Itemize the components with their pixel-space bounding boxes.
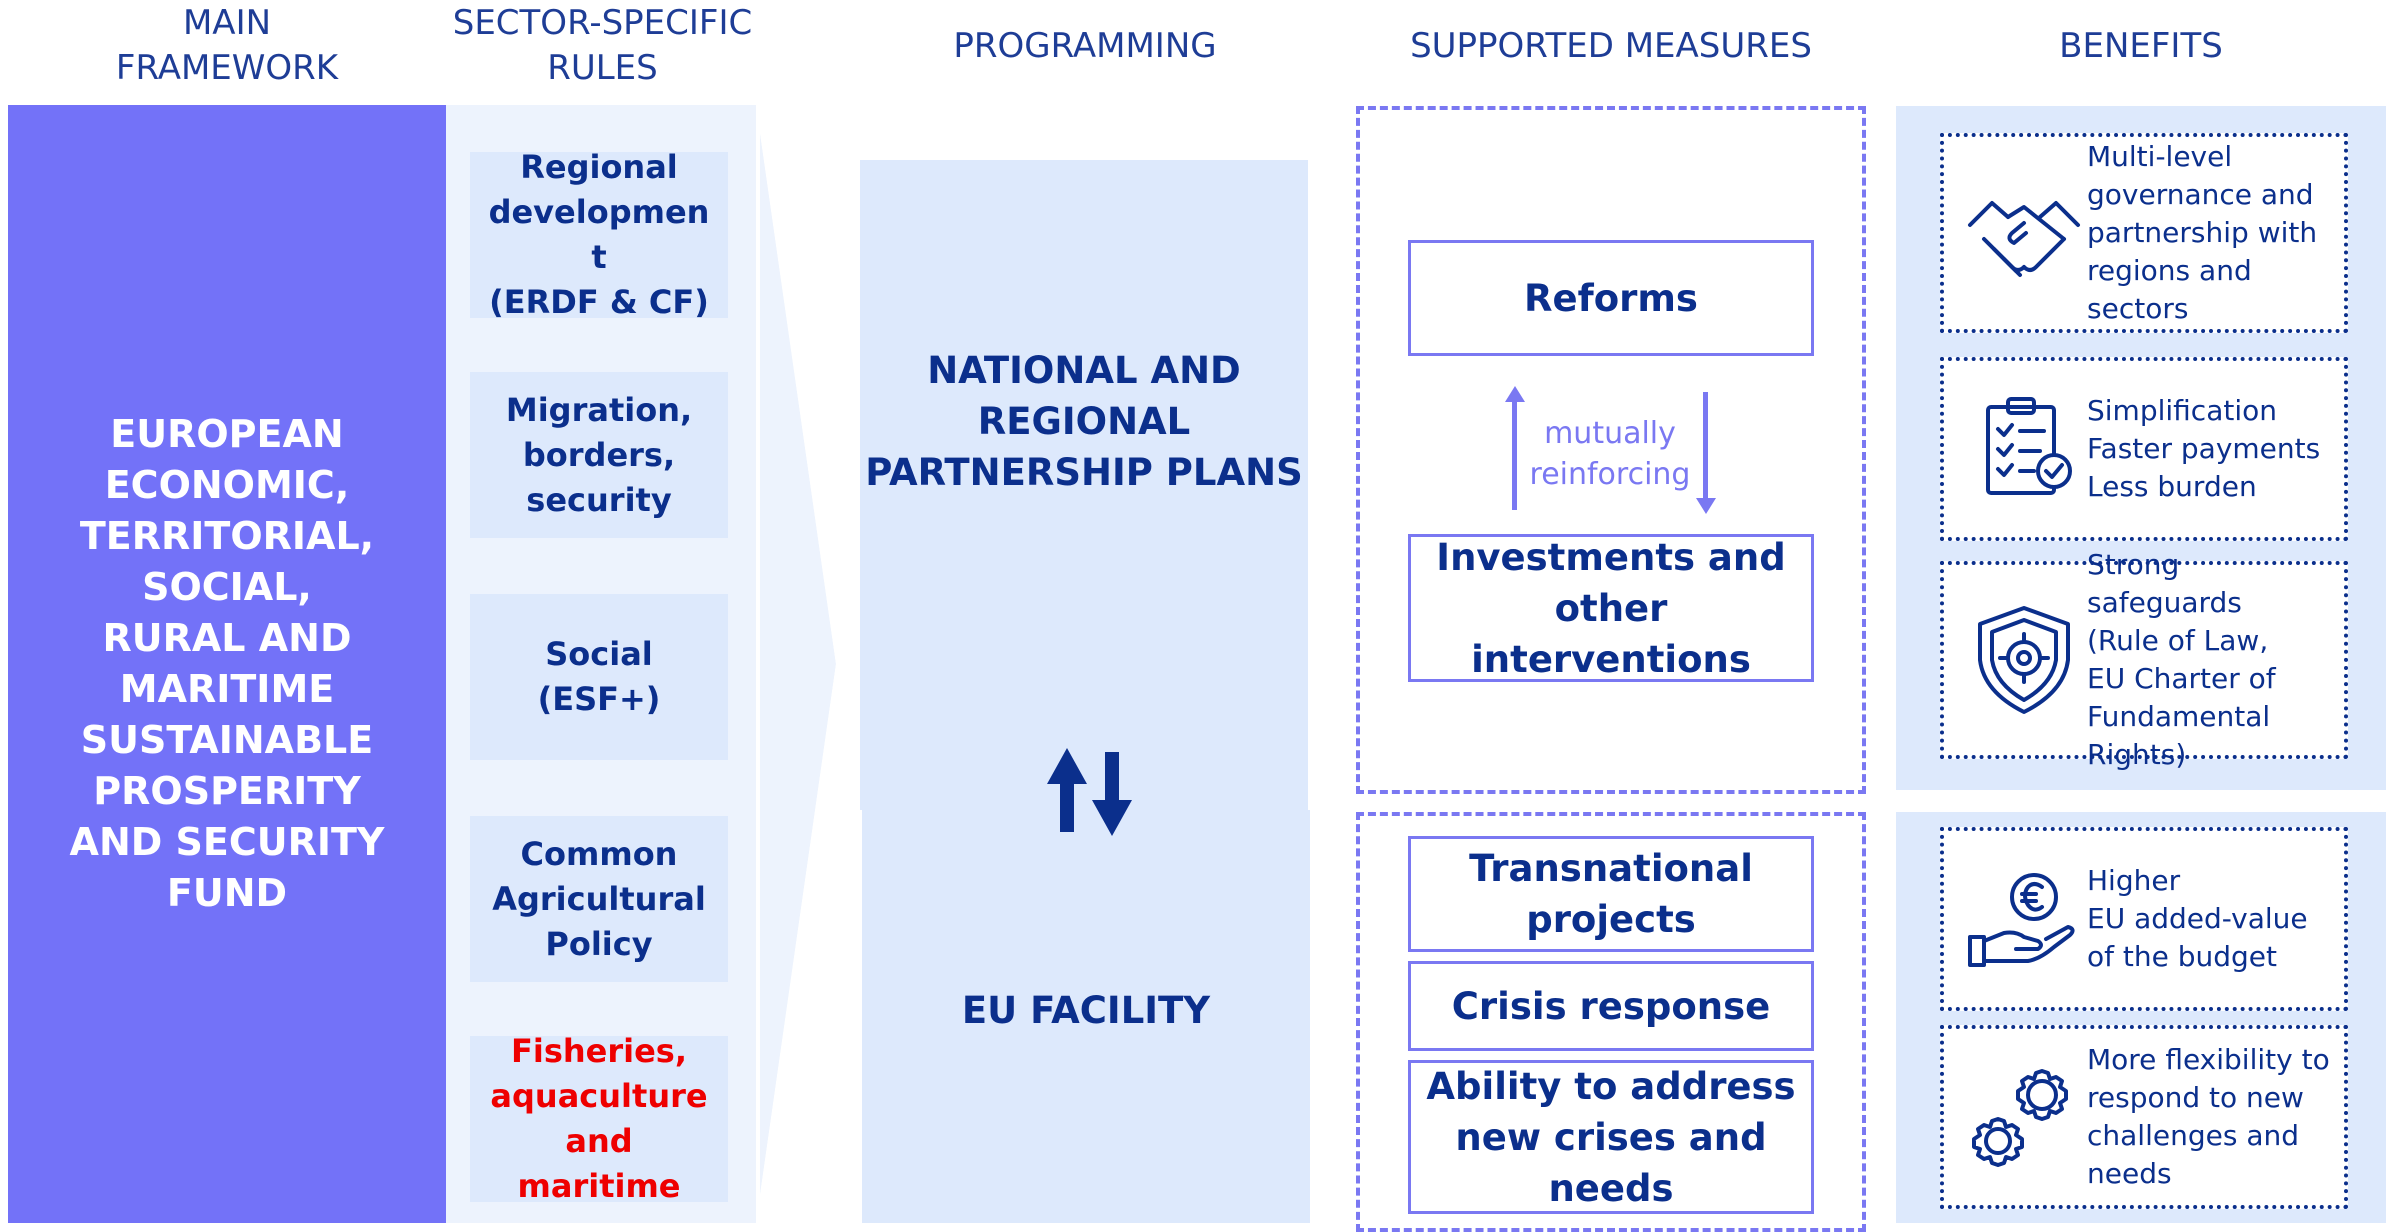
benefit-added-value-text: Higher EU added-value of the budget (2087, 864, 2308, 973)
header-sector-rules: SECTOR-SPECIFIC RULES (452, 3, 753, 88)
sector-chevron-divider (756, 105, 760, 1223)
rule-migration-borders: Migration, borders, security (470, 372, 728, 538)
up-down-arrows-icon (1047, 748, 1132, 836)
mutual-arrow-up-icon (1505, 386, 1525, 510)
gears-icon (1972, 1069, 2068, 1167)
benefit-safeguards-text: Strong safeguards (Rule of Law, EU Chart… (2087, 548, 2276, 771)
clipboard-check-icon (1986, 397, 2072, 495)
crisis-response-box: Crisis response (1408, 961, 1814, 1051)
national-measures-group (1356, 106, 1866, 794)
eu-facility-panel: EU FACILITY (862, 810, 1310, 1223)
main-fund-panel: EUROPEAN ECONOMIC, TERRITORIAL, SOCIAL, … (8, 105, 446, 1223)
national-regional-plans-panel: NATIONAL AND REGIONAL PARTNERSHIP PLANS (860, 160, 1308, 810)
header-supported-measures: SUPPORTED MEASURES (1410, 25, 1812, 66)
new-crises-box: Ability to address new crises and needs (1408, 1060, 1814, 1214)
rule-social-esf: Social (ESF+) (470, 594, 728, 760)
investments-box: Investments and other interventions (1408, 534, 1814, 682)
header-benefits: BENEFITS (2059, 25, 2223, 66)
header-programming: PROGRAMMING (953, 25, 1217, 66)
national-plans-label: NATIONAL AND REGIONAL PARTNERSHIP PLANS (865, 349, 1303, 494)
rule-regional-development: Regional developmen t (ERDF & CF) (470, 152, 728, 318)
benefit-flexibility: More flexibility to respond to new chall… (1940, 1025, 2348, 1209)
mutual-arrow-down-icon (1696, 392, 1716, 514)
reforms-box: Reforms (1408, 240, 1814, 356)
mutually-reinforcing-label: mutually reinforcing (1529, 416, 1691, 492)
rule-fisheries-maritime: Fisheries, aquaculture and maritime (470, 1036, 728, 1202)
shield-icon (1978, 606, 2070, 714)
benefit-simplification-text: Simplification Faster payments Less burd… (2087, 394, 2321, 503)
benefit-flexibility-text: More flexibility to respond to new chall… (2087, 1043, 2330, 1190)
transnational-projects-box: Transnational projects (1408, 836, 1814, 952)
euro-hand-icon (1968, 873, 2075, 967)
benefit-simplification: Simplification Faster payments Less burd… (1940, 357, 2348, 541)
header-main-framework: MAIN FRAMEWORK (115, 3, 339, 88)
benefit-safeguards: Strong safeguards (Rule of Law, EU Chart… (1940, 548, 2348, 771)
benefit-added-value: Higher EU added-value of the budget (1940, 827, 2348, 1011)
eu-facility-label: EU FACILITY (961, 989, 1211, 1032)
benefit-governance-text: Multi-level governance and partnership w… (2087, 140, 2318, 325)
rule-common-agricultural: Common Agricultural Policy (470, 816, 728, 982)
benefit-governance: Multi-level governance and partnership w… (1940, 133, 2348, 333)
handshake-icon (1968, 201, 2080, 277)
